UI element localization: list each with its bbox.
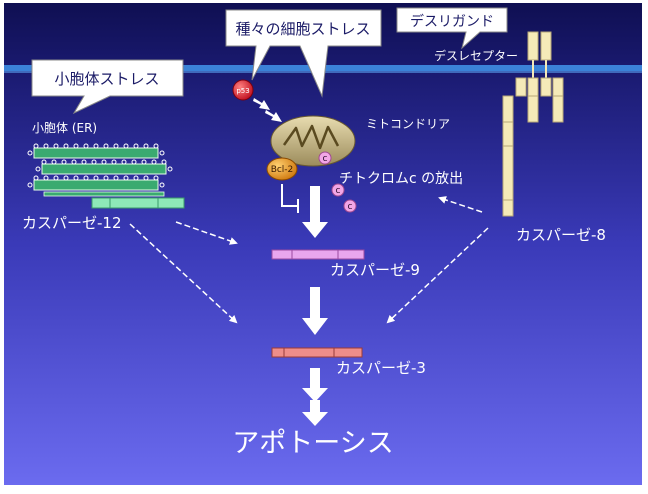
mitochondria	[270, 115, 356, 167]
caspase8-label: カスパーゼ-8	[516, 226, 606, 244]
death-receptor	[502, 31, 564, 123]
cytochrome-c-molecules: c c c	[318, 151, 357, 213]
arrow-casp12-to-casp9	[175, 221, 238, 245]
caspase12-label: カスパーゼ-12	[22, 214, 122, 232]
svg-text:Bcl-2: Bcl-2	[271, 165, 294, 175]
arrow-mito-to-casp9	[302, 186, 328, 238]
arrow-casp8-to-casp3	[386, 227, 489, 324]
p53-arrows	[253, 98, 282, 122]
apoptosis-label: アポトーシス	[232, 428, 393, 459]
caspase9-label: カスパーゼ-9	[330, 261, 420, 279]
main-arrows	[302, 186, 328, 426]
bcl2-inhibition	[281, 184, 299, 213]
endoplasmic-reticulum	[27, 143, 173, 197]
death-receptor-label: デスレセプター	[434, 48, 518, 63]
er-stress-callout: 小胞体ストレス	[31, 59, 184, 115]
svg-text:c: c	[348, 202, 353, 212]
caspase3-bar	[271, 347, 363, 358]
caspase8-bar	[502, 121, 514, 217]
p53-node: p53	[232, 79, 254, 101]
mitochondria-label: ミトコンドリア	[366, 117, 450, 131]
cyt-c-release-label: チトクロムc の放出	[339, 171, 463, 187]
death-ligand-callout: デスリガンド	[396, 7, 508, 50]
arrow-casp12-to-casp3	[129, 223, 238, 324]
stress-label: 種々の細胞ストレス	[235, 20, 370, 38]
er-stress-label: 小胞体ストレス	[54, 70, 159, 88]
stress-callout: 種々の細胞ストレス	[225, 9, 382, 98]
signal-arrows	[129, 196, 489, 324]
arrow-casp8-to-cytc	[438, 196, 483, 213]
svg-text:c: c	[323, 154, 328, 164]
arrow-casp9-to-casp3	[302, 287, 328, 335]
death-ligand-label: デスリガンド	[410, 13, 494, 30]
arrow-casp3-to-apoptosis-2	[302, 400, 328, 426]
caspase12-bar	[91, 197, 185, 209]
er-label: 小胞体 (ER)	[32, 121, 97, 135]
caspase9-bar	[271, 249, 365, 260]
arrow-casp3-to-apoptosis-1	[302, 368, 328, 402]
caspase3-label: カスパーゼ-3	[336, 359, 426, 377]
bcl2-node: Bcl-2	[266, 157, 298, 181]
svg-text:c: c	[336, 186, 341, 196]
svg-text:p53: p53	[236, 87, 249, 95]
